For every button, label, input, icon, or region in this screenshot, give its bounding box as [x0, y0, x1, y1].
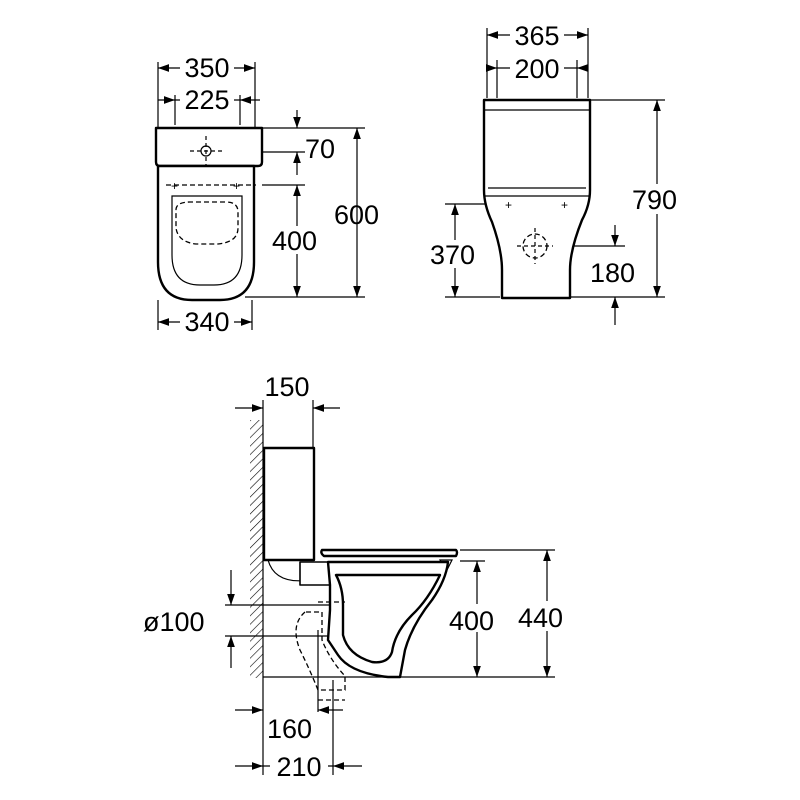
dim-370: 370	[430, 240, 475, 270]
dim-210: 210	[276, 752, 321, 782]
dim-350: 350	[184, 53, 229, 83]
front-view: + + 350 225 70 600 400 340	[154, 53, 379, 337]
dim-diameter-100: ø100	[143, 607, 205, 637]
dim-180: 180	[590, 258, 635, 288]
dim-225: 225	[184, 85, 229, 115]
wall-hatch	[250, 420, 263, 678]
svg-text:+: +	[505, 198, 512, 212]
dim-365: 365	[514, 21, 559, 51]
dim-150: 150	[264, 372, 309, 402]
dim-440: 440	[518, 603, 563, 633]
dim-400-front: 400	[272, 226, 317, 256]
end-view-outline	[482, 98, 592, 300]
svg-text:+: +	[233, 179, 240, 193]
svg-text:+: +	[171, 179, 178, 193]
seat-lid	[320, 548, 459, 558]
svg-text:+: +	[561, 198, 568, 212]
end-view: + + 365 200 790 370 180	[428, 21, 684, 325]
dim-200: 200	[514, 54, 559, 84]
dim-790: 790	[632, 185, 677, 215]
dim-400-profile: 400	[449, 606, 494, 636]
bowl-outline	[156, 164, 256, 302]
cistern-profile	[262, 446, 316, 562]
profile-view: 150 ø100 400 440 160 210	[143, 372, 577, 782]
dim-70: 70	[305, 134, 335, 164]
dim-600: 600	[334, 200, 379, 230]
dim-340: 340	[184, 307, 229, 337]
dim-160: 160	[267, 714, 312, 744]
